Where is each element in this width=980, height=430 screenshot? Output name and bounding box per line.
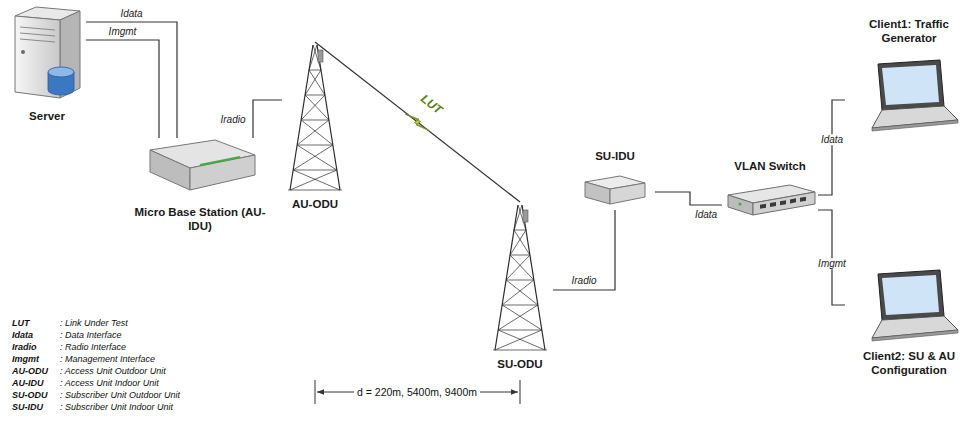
legend-abbreviation: SU-IDU [12, 402, 43, 412]
legend-description: : Management Interface [60, 354, 155, 364]
indoor-unit-node: SU-IDU [575, 150, 655, 210]
node-label: Client2: SU & AU Configuration [845, 350, 973, 378]
interface-label: Idata [118, 8, 144, 20]
legend-abbreviation: LUT [12, 318, 30, 328]
switch-node: VLAN Switch [722, 160, 818, 224]
switch-side [753, 192, 815, 215]
legend-abbreviation: Imgmt [12, 354, 39, 364]
legend-description: : Link Under Test [60, 318, 128, 328]
base-station-side [190, 155, 255, 190]
su-odu-tower [493, 205, 547, 350]
node-label: SU-ODU [495, 358, 544, 372]
client2-laptop [872, 270, 958, 341]
interface-label: Idata [819, 134, 845, 146]
interface-line [86, 40, 159, 138]
interface-label: Iradio [569, 275, 598, 287]
client1-laptop [872, 60, 958, 131]
su-idu-side [610, 183, 645, 204]
lightning-symbol [404, 114, 432, 130]
interface-line [553, 210, 615, 290]
interface-line [253, 100, 282, 138]
legend-abbreviation: AU-IDU [12, 378, 44, 388]
legend-description: : Subscriber Unit Outdoor Unit [60, 390, 180, 400]
radio-link-line [315, 42, 520, 202]
interface-label: Imgmt [107, 26, 139, 38]
tower-node: AU-ODU [282, 42, 348, 212]
legend-description: : Access Unit Outdoor Unit [60, 366, 166, 376]
switch-front [728, 195, 753, 215]
su-idu-front [585, 182, 610, 204]
legend-abbreviation: Iradio [12, 342, 37, 352]
legend-abbreviation: AU-ODU [12, 366, 48, 376]
base-station-node: Micro Base Station (AU-IDU) [132, 138, 268, 234]
au-odu-tower [288, 45, 342, 190]
node-label: SU-IDU [593, 150, 637, 164]
node-label: Client1: Traffic Generator [845, 18, 973, 46]
base-station-front [150, 150, 190, 190]
interface-label: Iradio [218, 114, 247, 126]
legend-description: : Subscriber Unit Indoor Unit [60, 402, 173, 412]
status-led-bar [200, 157, 240, 165]
server-node: Server [8, 4, 86, 124]
legend-description: : Access Unit Indoor Unit [60, 378, 159, 388]
legend-description: : Data Interface [60, 330, 122, 340]
distance-note: d = 220m, 5400m, 9400m [354, 386, 480, 398]
interface-line [86, 22, 177, 138]
interface-label: LUT [416, 91, 446, 119]
node-label: AU-ODU [290, 198, 340, 212]
node-label: VLAN Switch [732, 160, 808, 174]
laptop-node: Client1: Traffic Generator [845, 18, 973, 136]
legend-abbreviation: Idata [12, 330, 33, 340]
node-label: Server [27, 110, 67, 124]
interface-label: Idata [693, 209, 719, 221]
dimension-tick [315, 380, 316, 404]
database-top [48, 67, 74, 77]
switch-ports [760, 197, 806, 209]
node-label: Micro Base Station (AU-IDU) [132, 206, 268, 234]
server-drive-bays [20, 27, 55, 42]
laptop-node: Client2: SU & AU Configuration [845, 268, 973, 378]
tower-node: SU-ODU [487, 202, 553, 372]
switch-led [739, 203, 742, 206]
server-button [21, 50, 25, 54]
interface-label: Imgmt [816, 258, 848, 270]
legend-abbreviation: SU-ODU [12, 390, 48, 400]
dimension-tick [520, 380, 521, 404]
legend-description: : Radio Interface [60, 342, 126, 352]
interface-line [655, 192, 722, 205]
interface-line [818, 100, 845, 195]
